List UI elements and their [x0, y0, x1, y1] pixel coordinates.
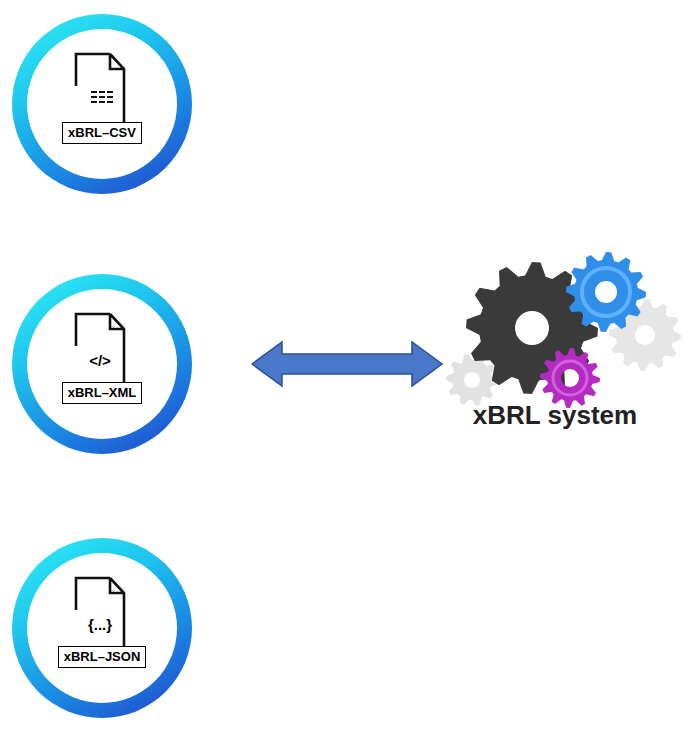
format-label: xBRL–XML: [62, 382, 143, 404]
format-circle: {...} xBRL–JSON: [12, 538, 192, 718]
csv-dash: [91, 96, 97, 98]
document-outline: [76, 314, 124, 382]
csv-dash: [99, 91, 105, 93]
blue-gear: [566, 252, 646, 332]
format-circle: xBRL–CSV: [12, 14, 192, 194]
gradient-ring: [12, 14, 192, 194]
pink-gear: [540, 348, 600, 408]
csv-dash: [107, 91, 113, 93]
format-label: xBRL–CSV: [62, 122, 142, 144]
format-label: xBRL–JSON: [58, 646, 147, 668]
document-outline: [76, 54, 124, 122]
ring-center: [27, 29, 177, 179]
format-circle: </> xBRL–XML: [12, 274, 192, 454]
document-icon: [12, 14, 192, 194]
pink-gear-rim: [553, 361, 587, 395]
document-outline: [76, 578, 124, 646]
csv-dash: [107, 101, 113, 103]
csv-dash: [99, 96, 105, 98]
double-arrow: [252, 342, 442, 386]
csv-dash: [91, 91, 97, 93]
csv-dash: [91, 101, 97, 103]
grey-gear: [446, 354, 498, 405]
blue-gear-rim: [582, 268, 630, 316]
csv-dash: [107, 96, 113, 98]
system-label: xBRL system: [473, 400, 637, 431]
format-glyph: {...}: [88, 616, 112, 633]
format-glyph: </>: [89, 352, 111, 369]
csv-dash: [99, 101, 105, 103]
system-node: xBRL system: [440, 250, 690, 435]
